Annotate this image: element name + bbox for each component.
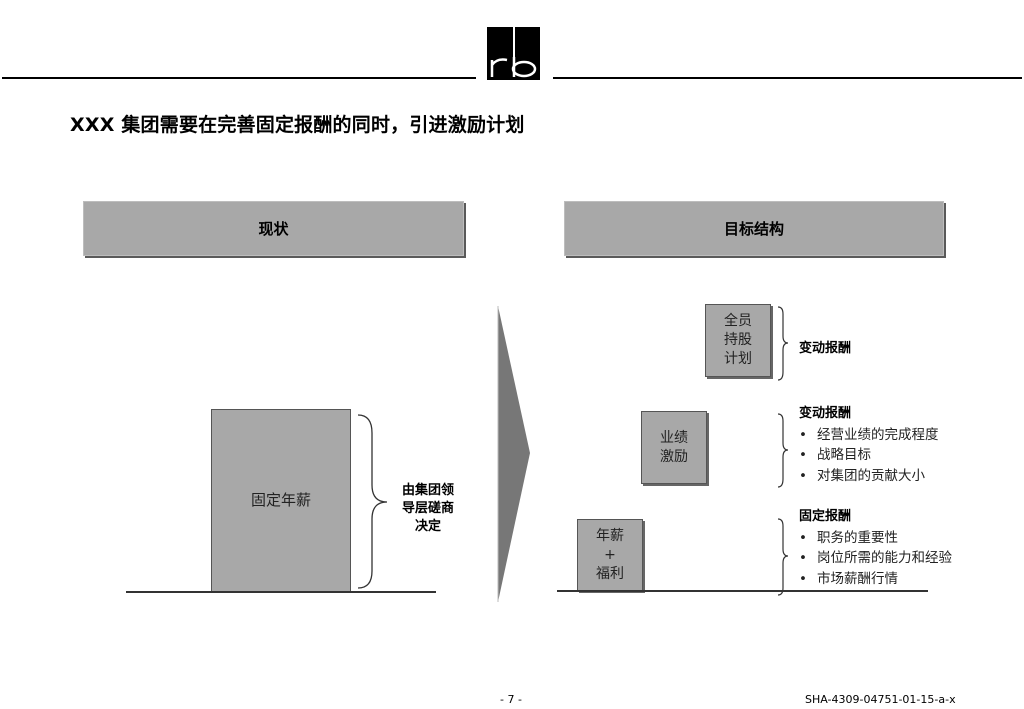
- performance-incentive-line-2: 激励: [660, 448, 688, 465]
- document-code: SHA-4309-04751-01-15-a-x: [805, 693, 956, 706]
- salary-benefits-line-3: 福利: [596, 565, 624, 582]
- decision-note-line-2: 导层磋商: [401, 501, 454, 516]
- employee-stock-plan-line-3: 计划: [724, 351, 752, 367]
- salary-benefits-box: 年薪 + 福利: [577, 519, 643, 591]
- page-number: - 7 -: [500, 693, 522, 706]
- fixed-salary-box: 固定年薪: [211, 409, 351, 592]
- page-title: XXX 集团需要在完善固定报酬的同时，引进激励计划: [70, 114, 525, 136]
- employee-stock-plan-line-1: 全员: [724, 313, 752, 329]
- brace-tier3-icon: [777, 518, 789, 596]
- section-header-current: 现状: [83, 201, 464, 256]
- target-baseline: [557, 590, 928, 592]
- tier3-bullet-1: 职务的重要性: [799, 528, 952, 549]
- salary-benefits-line-2: +: [604, 546, 616, 563]
- tier2-bullet-3: 对集团的贡献大小: [799, 466, 939, 487]
- decision-note-line-3: 决定: [414, 519, 441, 534]
- tier3-bullet-2: 岗位所需的能力和经验: [799, 548, 952, 569]
- tier2-details: 变动报酬 经营业绩的完成程度 战略目标 对集团的贡献大小: [799, 404, 939, 486]
- current-baseline: [126, 591, 436, 593]
- section-header-current-label: 现状: [258, 220, 289, 238]
- brace-tier2-icon: [777, 413, 789, 488]
- tier3-details: 固定报酬 职务的重要性 岗位所需的能力和经验 市场薪酬行情: [799, 507, 952, 589]
- rb-logo-icon: [487, 27, 540, 80]
- performance-incentive-line-1: 业绩: [660, 429, 688, 446]
- tier3-bullet-3: 市场薪酬行情: [799, 569, 952, 590]
- tier2-bullet-1: 经营业绩的完成程度: [799, 425, 939, 446]
- tier1-label: 变动报酬: [799, 341, 852, 356]
- header-rule-left: [2, 77, 476, 79]
- section-header-target: 目标结构: [564, 201, 944, 256]
- tier2-label: 变动报酬: [799, 406, 852, 421]
- tier2-bullet-2: 战略目标: [799, 445, 939, 466]
- brace-tier1-icon: [777, 306, 789, 381]
- performance-incentive-box: 业绩 激励: [641, 411, 707, 484]
- tier3-label: 固定报酬: [799, 509, 852, 524]
- salary-benefits-line-1: 年薪: [596, 527, 624, 544]
- decision-note-line-1: 由集团领: [401, 483, 454, 498]
- employee-stock-plan-line-2: 持股: [724, 332, 752, 348]
- employee-stock-plan-box: 全员 持股 计划: [705, 304, 771, 377]
- arrow-right-icon: [497, 306, 530, 602]
- section-header-target-label: 目标结构: [723, 220, 784, 238]
- header-rule-right: [553, 77, 1022, 79]
- brace-current-icon: [357, 414, 388, 589]
- decision-note: 由集团领 导层磋商 决定: [388, 482, 468, 536]
- fixed-salary-label: 固定年薪: [250, 491, 311, 509]
